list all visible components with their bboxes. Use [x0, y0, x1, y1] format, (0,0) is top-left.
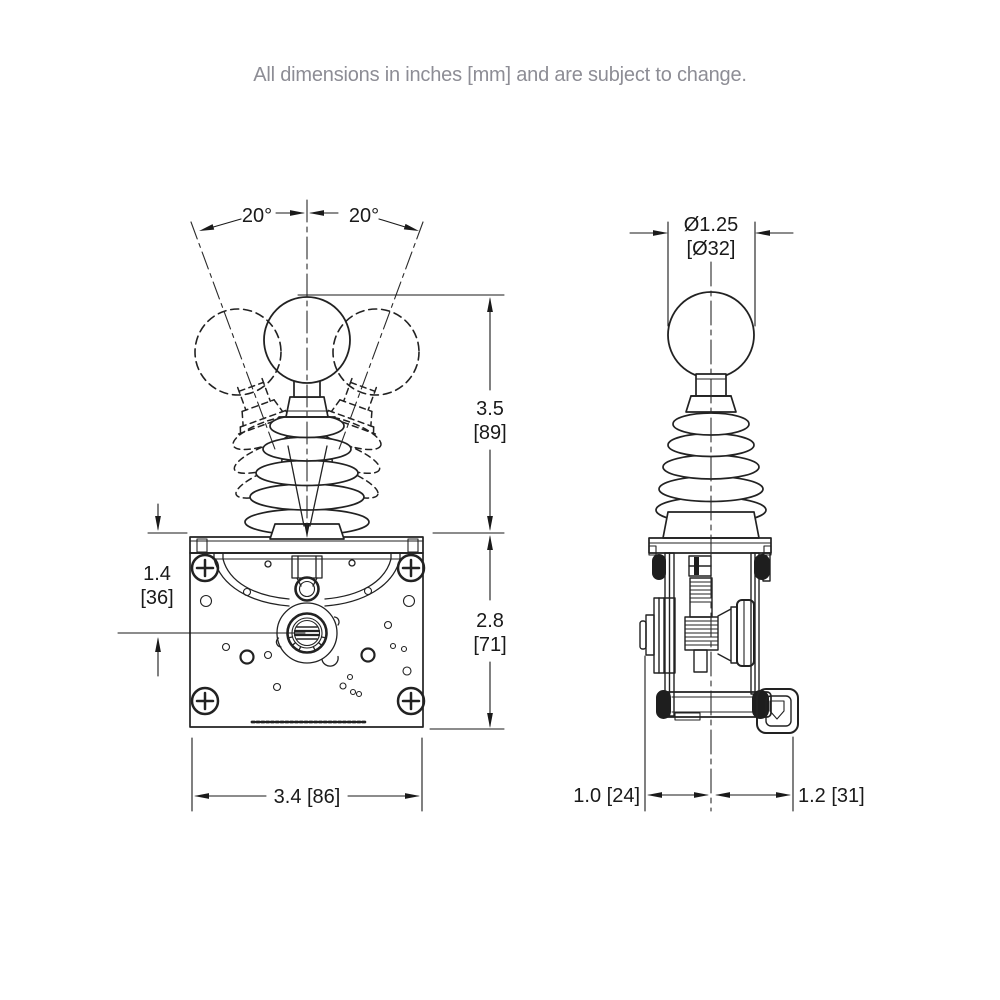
plate-holes: [199, 586, 416, 698]
gimbal-bowl: [213, 552, 401, 607]
dim-knob-diameter: Ø1.25 [Ø32]: [629, 214, 794, 327]
gear-train: [684, 577, 719, 673]
dim-knob-diameter-mm: [Ø32]: [687, 238, 736, 260]
mounting-plate-front: [189, 536, 426, 728]
dim-width-3-4-label: 3.4 [86]: [274, 786, 341, 808]
mechanism-housing: [639, 552, 799, 734]
corner-screw: [190, 686, 220, 716]
dim-offset-1-4-in: 1.4: [143, 563, 171, 585]
dim-height-3-5-mm: [89]: [473, 422, 506, 444]
dim-height-2-8-mm: [71]: [473, 634, 506, 656]
dim-depth-rear-label: 1.0 [24]: [573, 785, 640, 807]
corner-screw: [396, 686, 426, 716]
pivot-bolt-right: [754, 554, 770, 580]
dim-angle-left-label: 20°: [242, 205, 272, 227]
pivot-marker: [287, 445, 328, 539]
corner-screw: [396, 553, 426, 583]
dim-body-width: 3.4 [86]: [191, 737, 423, 812]
centerlines-front: [190, 199, 424, 537]
mounting-flange-side: [648, 537, 772, 556]
center-shaft-hub: [275, 602, 340, 667]
dim-body-height: 2.8 [71]: [429, 534, 507, 730]
dim-height-3-5-in: 3.5: [476, 398, 504, 420]
dim-height-2-8-in: 2.8: [476, 610, 504, 632]
pivot-bolt-left: [652, 554, 666, 580]
output-shaft: [717, 599, 755, 667]
dim-mount-offset: 1.4 [36]: [117, 503, 306, 677]
dim-depth-front-label: 1.2 [31]: [798, 785, 865, 807]
dim-knob-height: 3.5 [89]: [297, 294, 507, 534]
dim-offset-1-4-mm: [36]: [140, 587, 173, 609]
dim-angle-right-label: 20°: [349, 205, 379, 227]
dim-depths: 1.0 [24] 1.2 [31]: [573, 655, 865, 812]
potentiometer: [639, 597, 676, 674]
cable-connector: [756, 688, 799, 734]
side-view: Ø1.25 [Ø32] 1.0 [24] 1.2 [31]: [573, 214, 865, 812]
tilted-ball-left: [194, 308, 282, 396]
corner-screw: [190, 553, 220, 583]
dim-angle: 20° 20°: [197, 205, 421, 235]
upper-hub: [294, 576, 320, 602]
tilted-ball-right: [332, 308, 420, 396]
dim-knob-diameter-in: Ø1.25: [684, 214, 738, 236]
front-view: 20° 20° 3.5 [89] 2.8 [71]: [117, 199, 507, 812]
dimension-note: All dimensions in inches [mm] and are su…: [253, 64, 747, 86]
